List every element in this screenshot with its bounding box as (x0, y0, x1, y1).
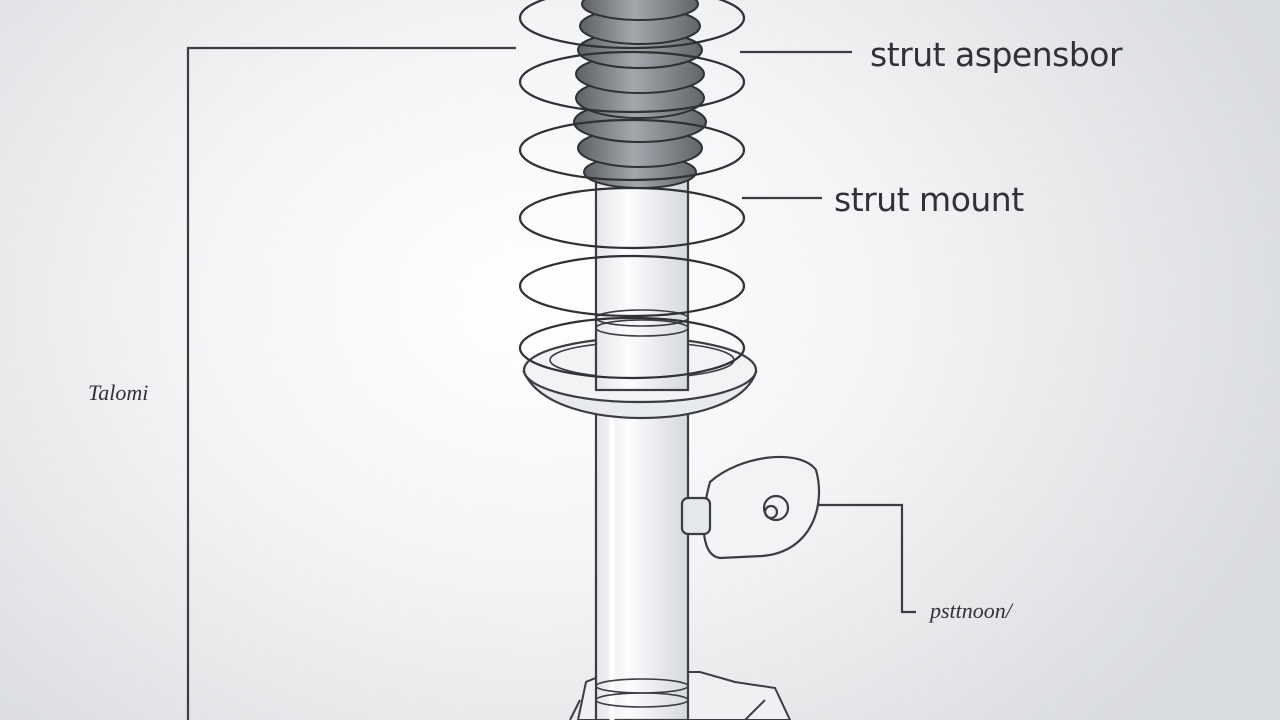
left-bracket-line (186, 46, 516, 720)
leader-lines (186, 46, 916, 720)
mounting-tab (680, 455, 821, 560)
coil-spring (518, 0, 746, 380)
strut-tube (594, 398, 690, 720)
label-strut-aspensbor: strut aspensbor (870, 35, 1123, 74)
label-psttnoon: psttnoon/ (930, 598, 1012, 623)
leader-line-bottom (795, 503, 916, 614)
piston-rod (594, 168, 690, 392)
dust-boot (573, 0, 707, 189)
label-strut-mount: strut mount (834, 180, 1024, 219)
label-talomi: Talomi (88, 380, 149, 405)
